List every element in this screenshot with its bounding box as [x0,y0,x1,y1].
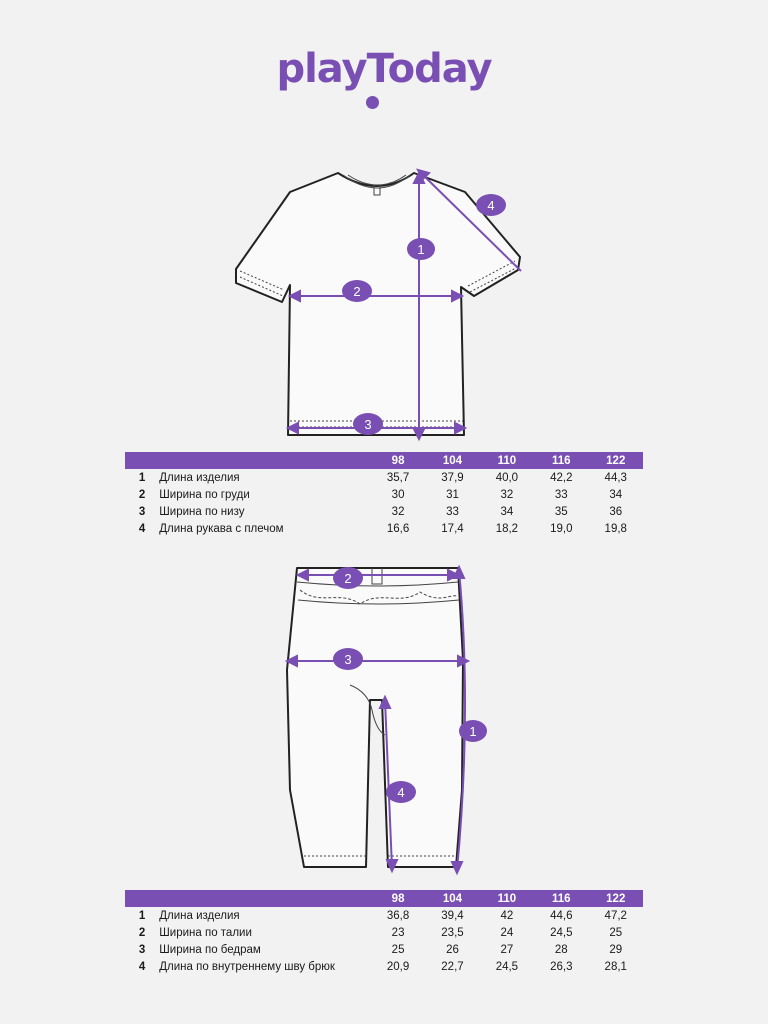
table-row: 3 Ширина по низу 32 33 34 35 36 [138,505,623,518]
tshirt-markers: 1 2 3 4 [342,194,506,435]
table-row: 1 Длина изделия 35,7 37,9 40,0 42,2 44,3 [138,471,627,484]
size-header: 116 [534,452,589,469]
pants-diagram: 1 2 3 4 [284,564,487,876]
table-row: 2 Ширина по талии 23 23,5 24 24,5 25 [138,926,623,939]
size-header: 98 [370,452,426,469]
pants-markers: 1 2 3 4 [333,567,487,803]
table-row: 3 Ширина по бедрам 25 26 27 28 29 [138,943,623,956]
size-header: 104 [425,452,480,469]
brand-logo: playToday [276,46,492,92]
tshirt-outline [235,172,521,436]
logo-dot [366,96,379,109]
size-header: 98 [370,890,426,907]
tshirt-marker-1: 1 [417,242,424,257]
table-row: 4 Длина по внутреннему шву брюк 20,9 22,… [138,960,627,973]
tshirt-marker-4: 4 [487,198,494,213]
pants-outline [286,567,464,868]
table-header-row: 98 104 110 116 122 [125,890,643,907]
pants-marker-3: 3 [344,652,351,667]
pants-size-table: 98 104 110 116 122 1 Длина изделия 36,8 … [125,890,643,975]
tshirt-marker-2: 2 [353,284,360,299]
pants-marker-4: 4 [397,785,404,800]
table-row: 1 Длина изделия 36,8 39,4 42 44,6 47,2 [138,909,627,922]
size-header: 104 [425,890,480,907]
pants-marker-1: 1 [469,724,476,739]
size-header: 122 [588,452,643,469]
tshirt-diagram: 1 2 3 4 [235,168,522,442]
size-header: 116 [534,890,589,907]
size-header: 122 [588,890,643,907]
tshirt-marker-3: 3 [364,417,371,432]
table-header-row: 98 104 110 116 122 [125,452,643,469]
tshirt-size-table: 98 104 110 116 122 1 Длина изделия 35,7 … [125,452,643,537]
pants-marker-2: 2 [344,571,351,586]
size-header: 110 [479,890,535,907]
size-header: 110 [479,452,535,469]
table-row: 4 Длина рукава с плечом 16,6 17,4 18,2 1… [138,522,627,535]
table-row: 2 Ширина по груди 30 31 32 33 34 [138,488,623,501]
